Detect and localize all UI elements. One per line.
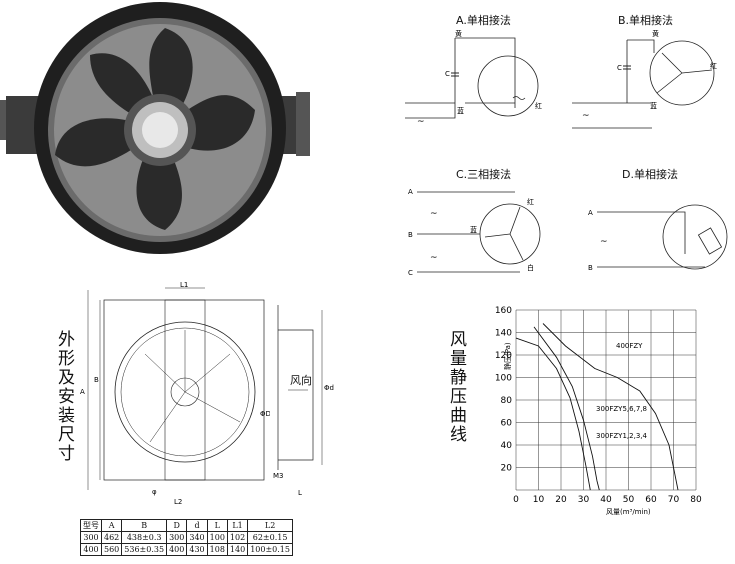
svg-text:ΦD: ΦD — [260, 410, 270, 418]
chart-side-title: 风量静压曲线 — [446, 330, 466, 444]
svg-text:~: ~ — [430, 253, 438, 263]
wiring-d-diagram: A B ~ — [588, 204, 728, 272]
svg-text:A: A — [588, 209, 593, 217]
wiring-a-diagram: 黄 C 蓝 红 ~ — [405, 29, 542, 127]
series-line-1 — [515, 337, 591, 491]
svg-text:φ: φ — [152, 488, 157, 496]
fan-photo — [0, 2, 310, 254]
svg-text:B: B — [94, 376, 99, 384]
svg-text:红: 红 — [527, 197, 534, 206]
dimension-title: 外形及安装尺寸 — [54, 330, 74, 463]
y-tick-label: 100 — [495, 374, 512, 384]
y-tick-label: 160 — [495, 306, 512, 316]
y-tick-label: 120 — [495, 351, 512, 361]
series-line-0 — [542, 323, 679, 491]
table-header: L1 — [226, 519, 249, 532]
svg-text:L1: L1 — [180, 282, 188, 289]
svg-text:C: C — [617, 64, 622, 72]
svg-text:L: L — [298, 489, 302, 497]
svg-text:黄: 黄 — [455, 29, 462, 38]
series-label: 300FZY1,2,3,4 — [596, 432, 647, 440]
wiring-a-title: A.单相接法 — [456, 14, 511, 27]
table-header: d — [186, 519, 208, 532]
table-header: L — [206, 519, 228, 532]
svg-text:A: A — [80, 388, 85, 396]
x-tick-label: 30 — [578, 495, 590, 505]
svg-text:红: 红 — [535, 101, 542, 110]
dimension-front-view: L1 A B ΦD φ L2 — [80, 282, 270, 506]
x-tick-label: 80 — [690, 495, 702, 505]
svg-text:~: ~ — [417, 117, 425, 127]
wiring-b-diagram: 黄 C 蓝 红 ~ — [572, 29, 717, 129]
wiring-d-title: D.单相接法 — [622, 168, 678, 181]
svg-text:蓝: 蓝 — [650, 101, 657, 110]
table-header: L2 — [247, 519, 293, 532]
series-label: 400FZY — [616, 342, 643, 350]
x-tick-label: 10 — [533, 495, 545, 505]
x-axis-label: 风量(m³/min) — [606, 508, 651, 516]
x-tick-label: 0 — [513, 495, 519, 505]
svg-text:C: C — [408, 269, 413, 277]
x-tick-label: 60 — [645, 495, 657, 505]
series-line-2 — [533, 326, 600, 491]
table-header: A — [100, 519, 123, 532]
x-tick-label: 70 — [668, 495, 680, 505]
y-axis-label: 静压(Pa) — [503, 342, 512, 370]
svg-text:~: ~ — [430, 209, 438, 219]
svg-text:黄: 黄 — [652, 29, 659, 38]
x-tick-label: 50 — [623, 495, 635, 505]
svg-text:M3: M3 — [273, 472, 284, 480]
svg-text:~: ~ — [582, 111, 590, 121]
y-tick-label: 60 — [501, 419, 513, 429]
y-tick-label: 80 — [501, 396, 513, 406]
svg-text:L2: L2 — [174, 498, 182, 506]
chart: 0 10 20 30 40 50 60 70 80 20 40 60 80 100 120 140 160 静压… — [495, 306, 702, 516]
svg-text:C: C — [445, 70, 450, 78]
svg-text:红: 红 — [710, 61, 717, 70]
x-tick-label: 20 — [555, 495, 567, 505]
wiring-c-diagram: A B C 红 蓝 白 ~ ~ — [408, 188, 541, 277]
wiring-b-title: B.单相接法 — [618, 14, 674, 27]
svg-text:B: B — [588, 264, 593, 272]
y-tick-label: 20 — [501, 464, 513, 474]
wind-direction-label: 风向 — [290, 374, 312, 387]
table-header: D — [166, 519, 188, 532]
chart-grid — [515, 309, 697, 491]
svg-text:Φd: Φd — [324, 384, 334, 392]
table-header: B — [121, 519, 168, 532]
svg-text:蓝: 蓝 — [457, 106, 464, 115]
x-tick-label: 40 — [600, 495, 612, 505]
series-label: 300FZY5,6,7,8 — [596, 405, 647, 413]
table-header: 型号 — [80, 519, 102, 532]
wiring-c-title: C.三相接法 — [456, 168, 512, 181]
y-tick-label: 140 — [495, 329, 512, 339]
svg-text:~: ~ — [600, 237, 608, 247]
y-tick-label: 40 — [501, 441, 513, 451]
svg-text:白: 白 — [527, 263, 534, 272]
svg-text:A: A — [408, 188, 413, 196]
svg-text:蓝: 蓝 — [470, 225, 477, 234]
dimension-side-view: M3 L Φd — [273, 305, 334, 497]
svg-text:B: B — [408, 231, 413, 239]
